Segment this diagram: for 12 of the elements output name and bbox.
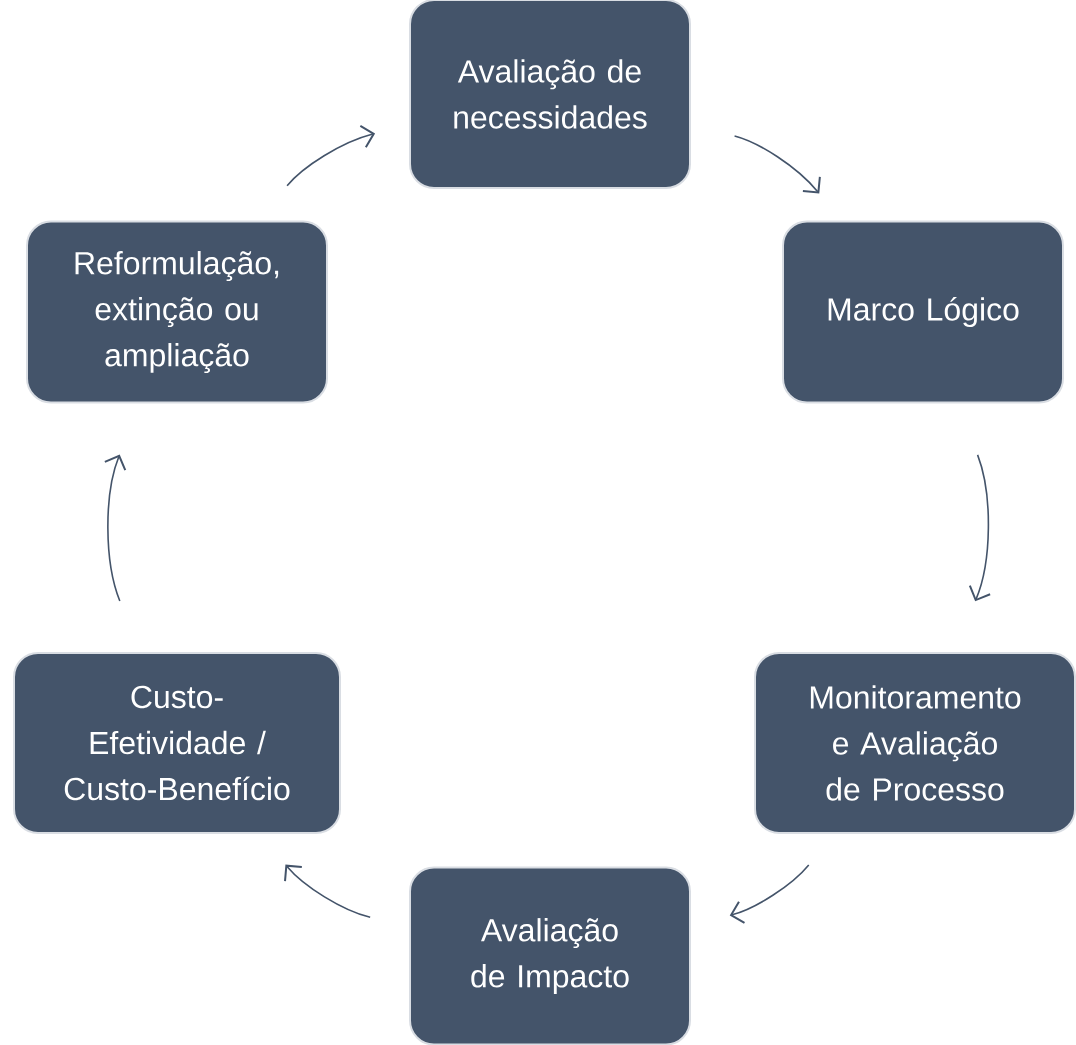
process-box: Custo-Efetividade / Custo-Benefício: [13, 652, 341, 834]
process-box: Marco Lógico: [782, 220, 1064, 404]
arrow: [286, 124, 376, 187]
process-box: Monitoramento e Avaliação de Processo: [754, 652, 1076, 834]
arrow: [284, 864, 371, 919]
arrow: [968, 454, 992, 602]
process-box: Reformulação, extinção ou ampliação: [26, 220, 328, 404]
arrow: [733, 135, 821, 194]
arrow: [103, 454, 127, 602]
arrow: [729, 864, 810, 924]
process-box: Avaliação de necessidades: [409, 0, 691, 189]
process-box: Avaliação de Impacto: [409, 866, 691, 1045]
